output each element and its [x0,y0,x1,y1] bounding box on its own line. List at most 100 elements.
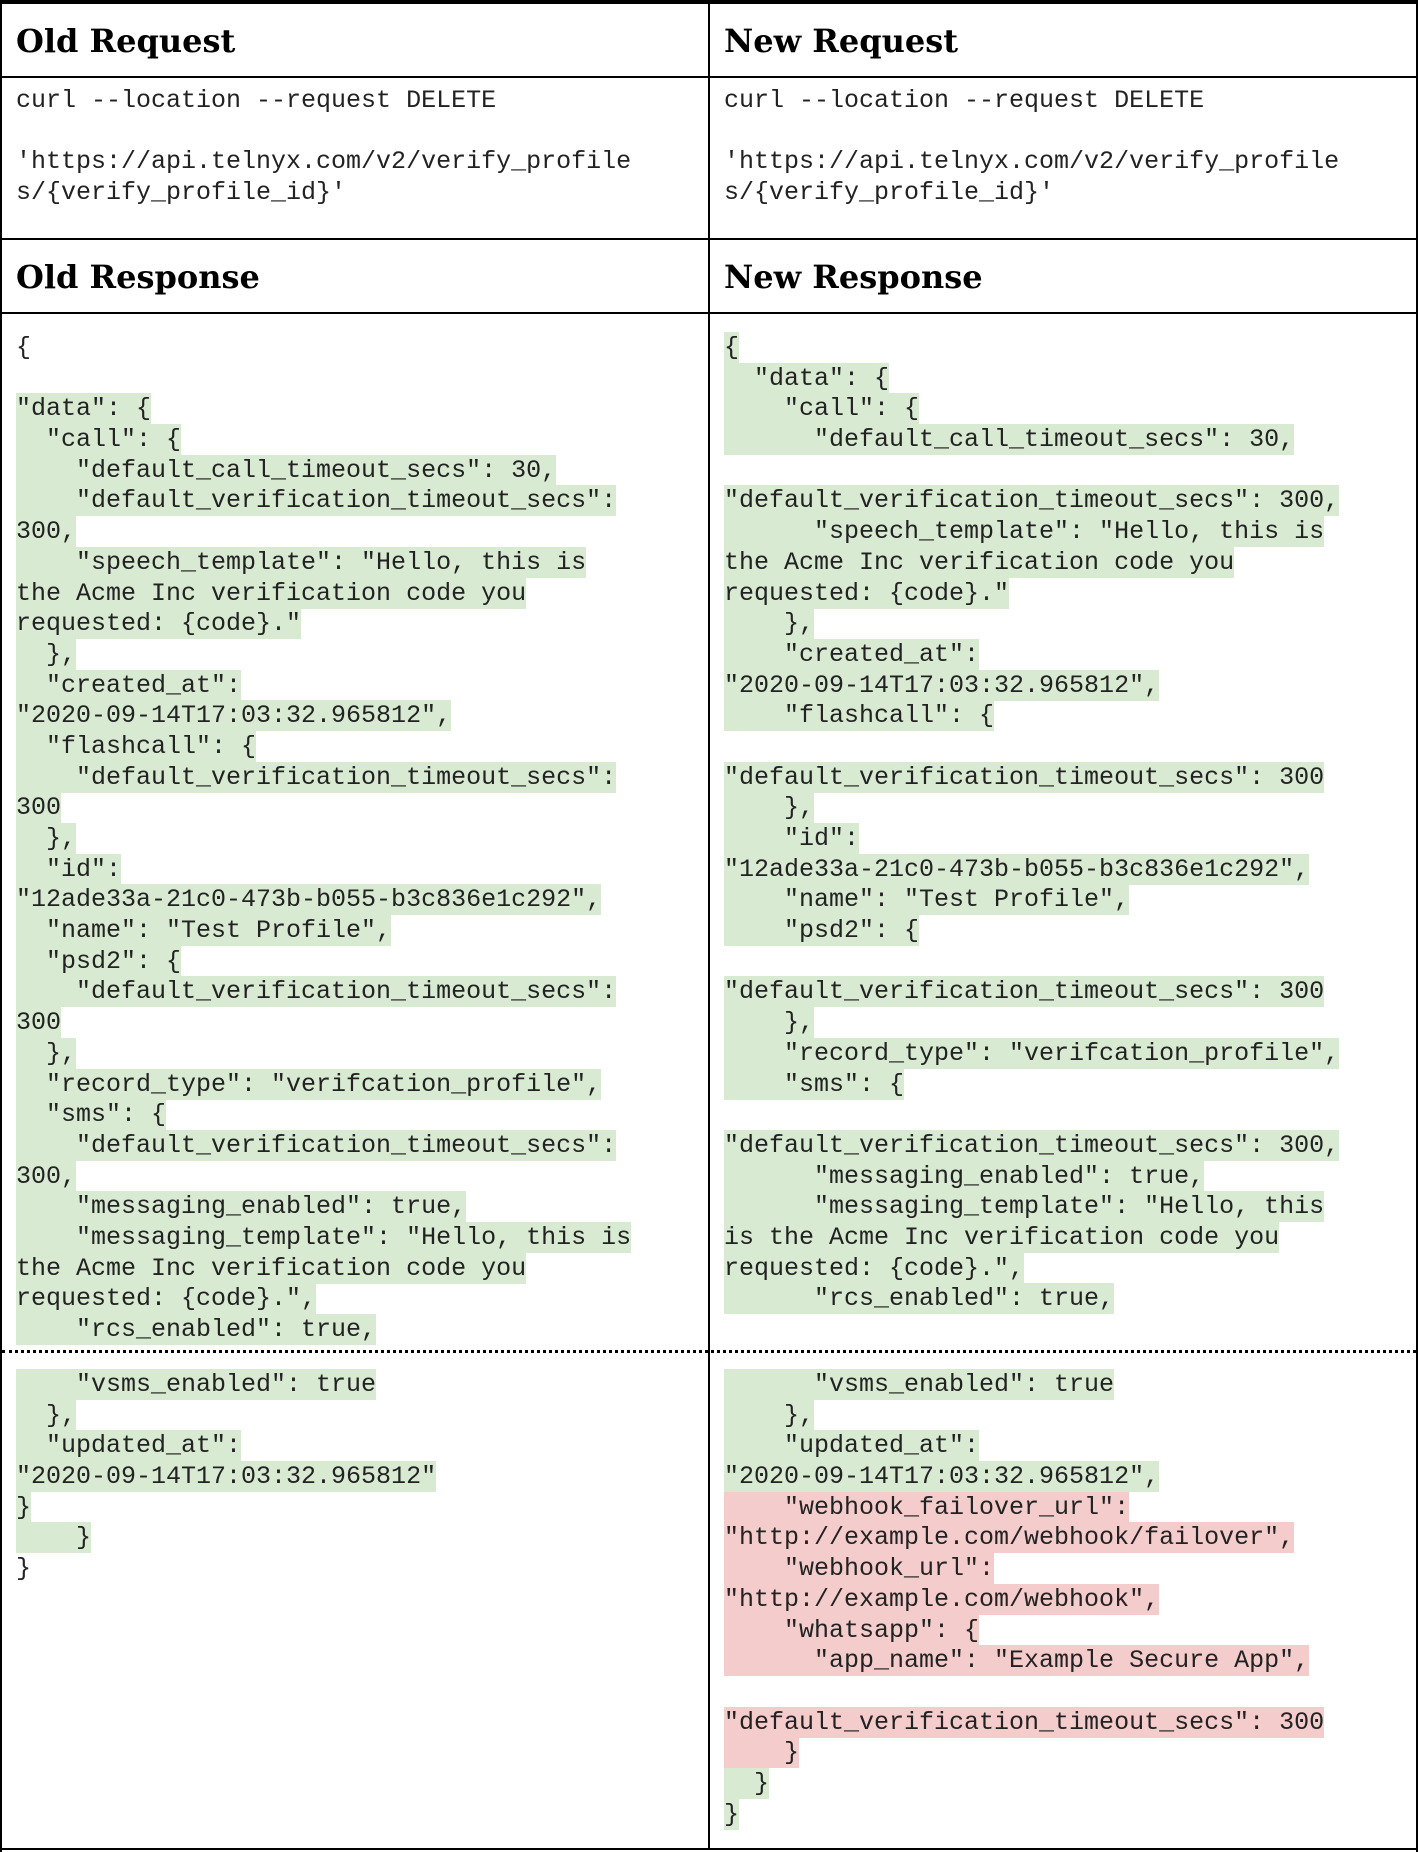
added-code-line: "default_call_timeout_secs": 30, [724,424,1295,456]
added-code-line: "id": [724,823,860,854]
added-code-line: "default_verification_timeout_secs": 300 [724,761,1325,793]
new-response-header: New Response [710,240,1416,314]
added-code-line: 300, [16,1160,77,1192]
old-request-code: curl --location --request DELETE 'https:/… [16,86,706,209]
added-code-line: "messaging_template": "Hello, this [724,1191,1325,1223]
added-code-line: "default_verification_timeout_secs": [16,761,617,793]
added-code-line: "record_type": "verifcation_profile", [724,1037,1340,1069]
added-code-line: "12ade33a-21c0-473b-b055-b3c836e1c292", [724,853,1310,885]
added-code-line: "name": "Test Profile", [724,884,1130,916]
added-code-line: "flashcall": { [16,730,257,762]
old-response-cell: { "data": { "call": { "default_call_timeo… [16,333,706,1346]
added-code-line: "psd2": { [724,915,920,947]
added-code-line: "messaging_template": "Hello, this is [16,1221,632,1253]
added-code-line: requested: {code}.", [724,1252,1025,1284]
added-code-line: "vsms_enabled": true [16,1369,377,1400]
added-code-line: "12ade33a-21c0-473b-b055-b3c836e1c292", [16,884,602,916]
added-code-line: } [724,1767,770,1799]
added-code-line: requested: {code}.", [16,1283,317,1315]
added-code-line: requested: {code}." [724,577,1010,609]
code-line: curl --location --request DELETE [724,86,1205,115]
added-code-line: }, [724,1007,815,1039]
added-code-line: "default_verification_timeout_secs": 300… [724,1129,1340,1161]
added-code-line: is the Acme Inc verification code you [724,1221,1280,1253]
code-line [724,1677,1414,1708]
added-code-line: the Acme Inc verification code you [724,546,1235,578]
new-response-cell: { "data": { "call": { "default_call_time… [724,332,1414,1315]
code-line: { [16,333,32,362]
added-code-line: "sms": { [16,1099,167,1131]
changed-code-line: "http://example.com/webhook/failover", [724,1522,1295,1554]
old-response-code: { "data": { "call": { "default_call_timeo… [16,333,706,1346]
code-line [724,947,1414,978]
changed-code-line: "whatsapp": { [724,1614,980,1646]
added-code-line: "2020-09-14T17:03:32.965812", [724,1461,1160,1493]
new-response-continued-cell: "vsms_enabled": true }, "updated_at":"20… [724,1369,1414,1830]
new-request-header: New Request [710,4,1416,78]
added-code-line: "default_verification_timeout_secs": 300 [724,976,1325,1008]
new-response-continued-code: "vsms_enabled": true }, "updated_at":"20… [724,1369,1414,1830]
old-response-header: Old Response [2,240,708,314]
added-code-line: "name": "Test Profile", [16,915,392,947]
added-code-line: } [16,1522,92,1554]
added-code-line: "speech_template": "Hello, this is [16,546,587,578]
new-request-code: curl --location --request DELETE 'https:/… [724,86,1414,209]
added-code-line: "default_call_timeout_secs": 30, [16,454,557,486]
added-code-line: "data": { [16,393,152,425]
added-code-line: the Acme Inc verification code you [16,1252,527,1284]
changed-code-line: "app_name": "Example Secure App", [724,1645,1310,1677]
changed-code-line: } [724,1737,800,1769]
added-code-line: "updated_at": [16,1430,242,1462]
added-code-line: }, [724,1399,815,1431]
code-line [724,732,1414,763]
added-code-line: 300 [16,1007,62,1039]
code-line [16,364,706,395]
added-code-line: "record_type": "verifcation_profile", [16,1068,602,1100]
added-code-line: }, [724,792,815,824]
changed-code-line: "webhook_url": [724,1553,995,1585]
added-code-line: "messaging_enabled": true, [16,1191,467,1223]
added-code-line: "flashcall": { [724,700,995,732]
code-line [16,117,706,148]
added-code-line: "2020-09-14T17:03:32.965812" [16,1461,437,1493]
added-code-line: }, [16,823,77,854]
added-code-line: "default_verification_timeout_secs": [16,976,617,1008]
added-code-line: "rcs_enabled": true, [724,1283,1115,1315]
added-code-line: { [724,332,740,363]
code-line: s/{verify_profile_id}' [16,178,347,208]
added-code-line: requested: {code}." [16,608,302,640]
added-code-line: "vsms_enabled": true [724,1369,1115,1400]
added-code-line: "2020-09-14T17:03:32.965812", [724,669,1160,701]
new-response-code: { "data": { "call": { "default_call_time… [724,332,1414,1315]
code-line [724,1100,1414,1131]
new-request-cell: curl --location --request DELETE 'https:/… [724,86,1414,209]
changed-code-line: "http://example.com/webhook", [724,1583,1160,1615]
added-code-line: "default_verification_timeout_secs": [16,1129,617,1161]
added-code-line: "messaging_enabled": true, [724,1160,1205,1192]
added-code-line: }, [16,1037,77,1069]
added-code-line: "call": { [16,424,182,456]
added-code-line: "rcs_enabled": true, [16,1314,377,1345]
added-code-line: "2020-09-14T17:03:32.965812", [16,700,452,732]
added-code-line: 300, [16,516,77,548]
added-code-line: } [724,1798,740,1830]
code-line: curl --location --request DELETE [16,86,497,115]
code-line: 'https://api.telnyx.com/v2/verify_profil… [724,147,1340,177]
added-code-line: the Acme Inc verification code you [16,577,527,609]
added-code-line: "data": { [724,362,890,394]
column-divider [708,4,710,1850]
changed-code-line: "default_verification_timeout_secs": 300 [724,1706,1325,1738]
added-code-line: "speech_template": "Hello, this is [724,516,1325,548]
added-code-line: "id": [16,853,122,885]
added-code-line: }, [16,1399,77,1431]
added-code-line: "sms": { [724,1068,905,1100]
added-code-line: }, [724,608,815,640]
old-request-cell: curl --location --request DELETE 'https:/… [16,86,706,209]
code-line: 'https://api.telnyx.com/v2/verify_profil… [16,147,632,177]
added-code-line: "default_verification_timeout_secs": 300… [724,485,1340,517]
old-request-header: Old Request [2,4,708,78]
code-line [724,117,1414,148]
added-code-line: }, [16,638,77,670]
added-code-line: "updated_at": [724,1430,980,1462]
